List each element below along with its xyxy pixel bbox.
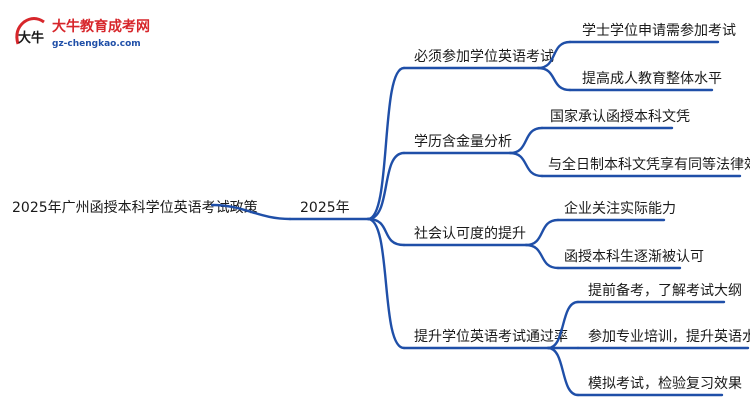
leaf-link-2-1: [508, 126, 544, 155]
leaf-3-2: 函授本科生逐渐被认可: [564, 249, 704, 265]
branch-label-3: 社会认可度的提升: [414, 226, 526, 242]
logo-name: 大牛教育成考网: [52, 18, 150, 35]
branch-label-2: 学历含金量分析: [414, 134, 512, 150]
leaf-4-3: 模拟考试，检验复习效果: [588, 375, 742, 392]
leaf-link-1-2: [536, 66, 572, 92]
leaf-link-3-1: [524, 218, 560, 247]
leaf-link-3-2: [524, 243, 560, 270]
leaf-link-4-3: [546, 346, 580, 397]
leaf-2-2: 与全日制本科文凭享有同等法律效力: [548, 156, 750, 173]
leaf-4-1: 提前备考，了解考试大纲: [588, 282, 742, 299]
branch-link-3: [366, 217, 406, 247]
root-topic: 2025年广州函授本科学位英语考试政策: [12, 199, 258, 216]
leaf-link-4-1: [546, 300, 580, 350]
leaf-1-1: 学士学位申请需参加考试: [582, 22, 736, 39]
branch-label-4: 提升学位英语考试通过率: [414, 328, 568, 345]
branch-label-1: 必须参加学位英语考试: [414, 48, 554, 65]
branch-link-2: [366, 151, 406, 221]
logo: 大牛 大牛教育成考网 gz-chengkao.com: [15, 17, 150, 49]
center-topic: 2025年: [300, 200, 350, 216]
logo-url: gz-chengkao.com: [52, 39, 141, 49]
branch-link-4: [366, 217, 406, 350]
leaf-4-2: 参加专业培训，提升英语水平: [588, 328, 750, 345]
logo-badge-icon: 大牛: [15, 17, 45, 46]
leaf-3-1: 企业关注实际能力: [564, 200, 676, 217]
leaf-2-1: 国家承认函授本科文凭: [550, 108, 690, 125]
logo-badge-text: 大牛: [18, 30, 44, 46]
root-link: [210, 203, 292, 221]
leaf-link-2-2: [508, 151, 544, 178]
leaf-link-1-1: [536, 40, 572, 70]
leaf-1-2: 提高成人教育整体水平: [582, 70, 722, 87]
branch-link-1: [366, 66, 406, 221]
